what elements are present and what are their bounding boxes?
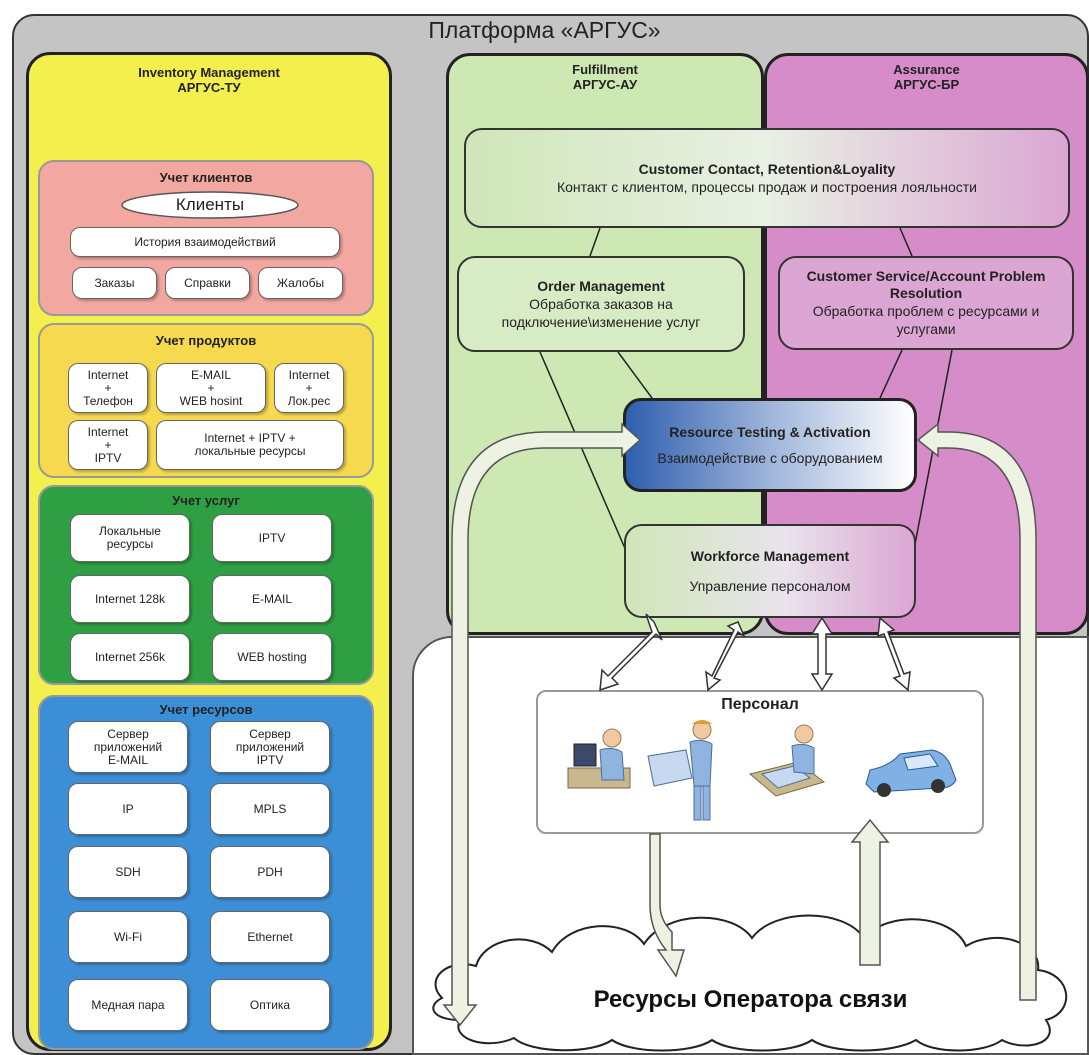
resource-ethernet: Ethernet bbox=[210, 911, 330, 963]
arrow-workforce-staff-2 bbox=[705, 621, 746, 692]
order-management-subtitle: Обработка заказов на подключение\изменен… bbox=[501, 295, 701, 330]
arrow-workforce-staff-3 bbox=[810, 616, 834, 692]
customer-contact-title: Customer Contact, Retention&Loyality bbox=[638, 160, 896, 177]
resource-fiber: Оптика bbox=[210, 979, 330, 1031]
arrow-to-testing-left bbox=[442, 422, 642, 1027]
inventory-column: Inventory Management АРГУС-ТУ Учет клиен… bbox=[26, 52, 392, 1051]
service-car-icon bbox=[865, 749, 957, 797]
product-internet-iptv: Internet + IPTV bbox=[68, 420, 148, 470]
services-section: Учет услуг Локальные ресурсы IPTV Intern… bbox=[38, 485, 374, 685]
inquiries-box: Справки bbox=[165, 267, 250, 299]
worker-at-desk-icon bbox=[748, 724, 826, 797]
resources-section-title: Учет ресурсов bbox=[159, 702, 253, 717]
line-contact-order bbox=[589, 227, 601, 257]
orders-box: Заказы bbox=[72, 267, 157, 299]
workforce-title: Workforce Management bbox=[690, 547, 850, 564]
inventory-title-en: Inventory Management bbox=[138, 65, 280, 80]
resource-iptv-server: Сервер приложений IPTV bbox=[210, 721, 330, 773]
engineer-with-board-icon bbox=[647, 720, 713, 821]
arrow-resources-to-staff bbox=[850, 818, 890, 966]
service-web-hosting: WEB hosting bbox=[212, 633, 332, 681]
resource-ip: IP bbox=[68, 783, 188, 835]
clients-oval: Клиенты bbox=[120, 190, 300, 220]
resource-sdh: SDH bbox=[68, 846, 188, 898]
arrow-workforce-staff-1 bbox=[599, 613, 663, 692]
resource-mpls: MPLS bbox=[210, 783, 330, 835]
products-section: Учет продуктов Internet + Телефон E-MAIL… bbox=[38, 323, 374, 478]
resource-wifi: Wi-Fi bbox=[68, 911, 188, 963]
fulfillment-title: Fulfillment АРГУС-АУ bbox=[449, 62, 761, 92]
complaints-box: Жалобы bbox=[258, 267, 343, 299]
arrow-staff-to-resources bbox=[649, 833, 686, 978]
resources-cloud bbox=[432, 914, 1068, 1052]
resource-testing-title: Resource Testing & Activation bbox=[669, 423, 871, 440]
arrow-to-testing-right bbox=[916, 422, 1037, 1001]
operator-resources-label: Ресурсы Оператора связи bbox=[593, 986, 908, 1013]
customer-service-box: Customer Service/Account Problem Resolut… bbox=[778, 256, 1074, 350]
inventory-title-ru: АРГУС-ТУ bbox=[177, 80, 241, 95]
product-internet-phone: Internet + Телефон bbox=[68, 363, 148, 413]
line-order-workforce bbox=[539, 351, 631, 561]
line-contact-service bbox=[899, 227, 913, 257]
customer-service-subtitle: Обработка проблем с ресурсами и услугами bbox=[812, 303, 1040, 337]
assurance-title-en: Assurance bbox=[893, 62, 960, 77]
order-management-title: Order Management bbox=[537, 277, 665, 294]
customer-service-title: Customer Service/Account Problem Resolut… bbox=[806, 268, 1046, 301]
assurance-title-ru: АРГУС-БР bbox=[893, 77, 960, 92]
interaction-history-box: История взаимодействий bbox=[70, 227, 340, 257]
fulfillment-title-ru: АРГУС-АУ bbox=[572, 77, 638, 92]
product-internet-local: Internet + Лок.рес bbox=[274, 363, 344, 413]
clients-oval-shape bbox=[121, 191, 299, 219]
customer-contact-subtitle: Контакт с клиентом, процессы продаж и по… bbox=[556, 178, 977, 195]
staff-box: Персонал bbox=[536, 690, 984, 834]
arrow-workforce-staff-4 bbox=[877, 616, 911, 692]
service-local-resources: Локальные ресурсы bbox=[70, 514, 190, 562]
service-email: E-MAIL bbox=[212, 575, 332, 623]
product-email-web: E-MAIL + WEB hosint bbox=[156, 363, 266, 413]
resource-email-server: Сервер приложений E-MAIL bbox=[68, 721, 188, 773]
resource-pdh: PDH bbox=[210, 846, 330, 898]
product-internet-iptv-local: Internet + IPTV + локальные ресурсы bbox=[156, 420, 344, 470]
fulfillment-title-en: Fulfillment bbox=[572, 62, 638, 77]
clients-oval-label: Клиенты bbox=[175, 195, 245, 214]
resources-section: Учет ресурсов Сервер приложений E-MAIL С… bbox=[38, 695, 374, 1050]
workforce-box: Workforce Management Управление персонал… bbox=[624, 524, 916, 618]
platform-title: Платформа «АРГУС» bbox=[428, 17, 661, 43]
line-service-workforce bbox=[911, 349, 953, 561]
resource-copper-pair: Медная пара bbox=[68, 979, 188, 1031]
service-internet-128k: Internet 128k bbox=[70, 575, 190, 623]
order-management-box: Order Management Обработка заказов на по… bbox=[457, 256, 745, 352]
line-order-testing bbox=[617, 351, 653, 399]
clients-section: Учет клиентов Клиенты История взаимодейс… bbox=[38, 160, 374, 316]
clients-section-title: Учет клиентов bbox=[159, 170, 253, 185]
service-internet-256k: Internet 256k bbox=[70, 633, 190, 681]
staff-title: Персонал bbox=[721, 696, 799, 713]
service-iptv: IPTV bbox=[212, 514, 332, 562]
resource-testing-box: Resource Testing & Activation Взаимодейс… bbox=[623, 398, 917, 492]
inventory-title: Inventory Management АРГУС-ТУ bbox=[29, 65, 389, 95]
assurance-title: Assurance АРГУС-БР bbox=[767, 62, 1086, 92]
services-section-title: Учет услуг bbox=[172, 493, 240, 508]
line-service-testing bbox=[879, 349, 903, 399]
operator-at-computer-icon bbox=[567, 728, 631, 789]
customer-contact-box: Customer Contact, Retention&Loyality Кон… bbox=[464, 128, 1070, 228]
workforce-subtitle: Управление персоналом bbox=[689, 577, 851, 594]
products-section-title: Учет продуктов bbox=[155, 333, 257, 348]
resource-testing-subtitle: Взаимодействие с оборудованием bbox=[657, 449, 883, 466]
